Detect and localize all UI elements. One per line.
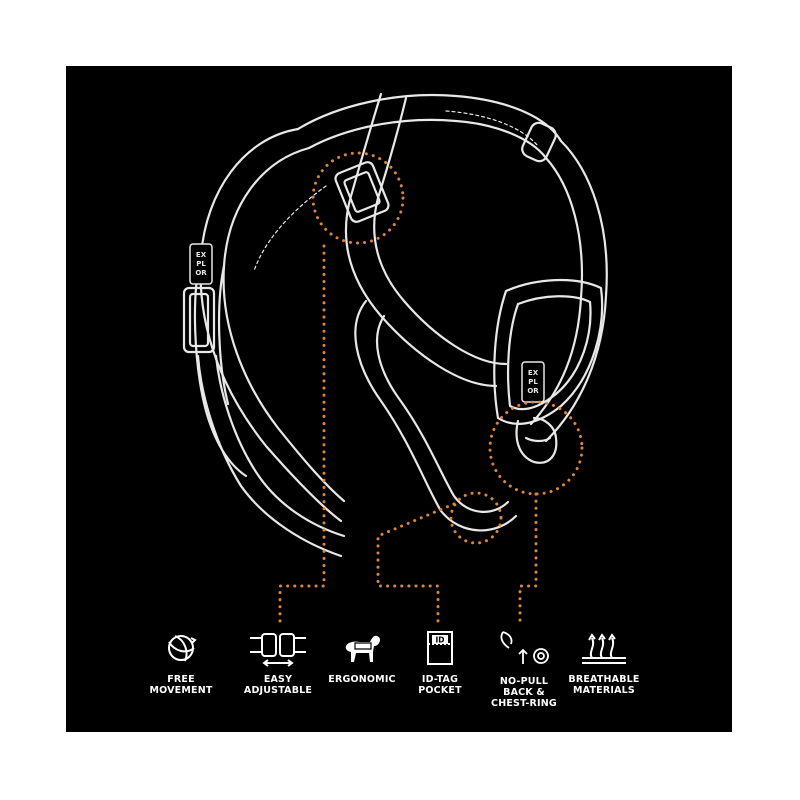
harness-chest-panel (493, 278, 604, 425)
feature-label: BREATHABLE MATERIALS (568, 674, 640, 696)
harness-chest-d-ring (515, 416, 558, 464)
callout-circle-top (311, 151, 405, 245)
breathable-materials-icon (582, 633, 626, 664)
feature-label: ERGONOMIC (328, 674, 396, 685)
feature-ergonomic: ERGONOMIC (312, 628, 412, 685)
harness-side-buckle (182, 286, 216, 354)
no-pull-ring-icon (500, 631, 549, 664)
callout-line-pocket (376, 502, 456, 628)
id-tag-pocket-icon: ID (427, 631, 453, 665)
harness-girth-strap (196, 354, 343, 558)
callout-line-chest-ring (518, 492, 538, 628)
feature-easy-adjustable: EASY ADJUSTABLE (228, 628, 328, 696)
harness-belly-loop (354, 299, 518, 532)
callout-circle-pocket (449, 491, 503, 545)
harness-top-strap (344, 92, 498, 388)
harness-right-arc (544, 139, 608, 443)
svg-text:ID: ID (435, 636, 444, 645)
harness-neck-loop (199, 127, 343, 523)
feature-free-movement: FREE MOVEMENT (131, 628, 231, 696)
callout-line-adjustable (278, 244, 326, 628)
feature-label: EASY ADJUSTABLE (243, 674, 313, 696)
harness-side-panel (193, 254, 248, 478)
ergonomic-dog-icon (345, 635, 381, 662)
feature-label: NO-PULL BACK & CHEST-RING (491, 676, 557, 709)
feature-label: ID-TAG POCKET (418, 674, 462, 696)
free-movement-icon (168, 635, 197, 662)
harness-top-clip (521, 121, 557, 163)
easy-adjustable-icon (250, 633, 306, 667)
feature-breathable-materials: BREATHABLE MATERIALS (554, 628, 654, 696)
feature-id-tag-pocket: ID ID-TAG POCKET (390, 628, 490, 696)
feature-label: FREE MOVEMENT (149, 674, 213, 696)
feature-no-pull-ring: NO-PULL BACK & CHEST-RING (474, 628, 574, 709)
harness-top-buckle (334, 161, 390, 223)
harness-back-band (296, 93, 563, 143)
